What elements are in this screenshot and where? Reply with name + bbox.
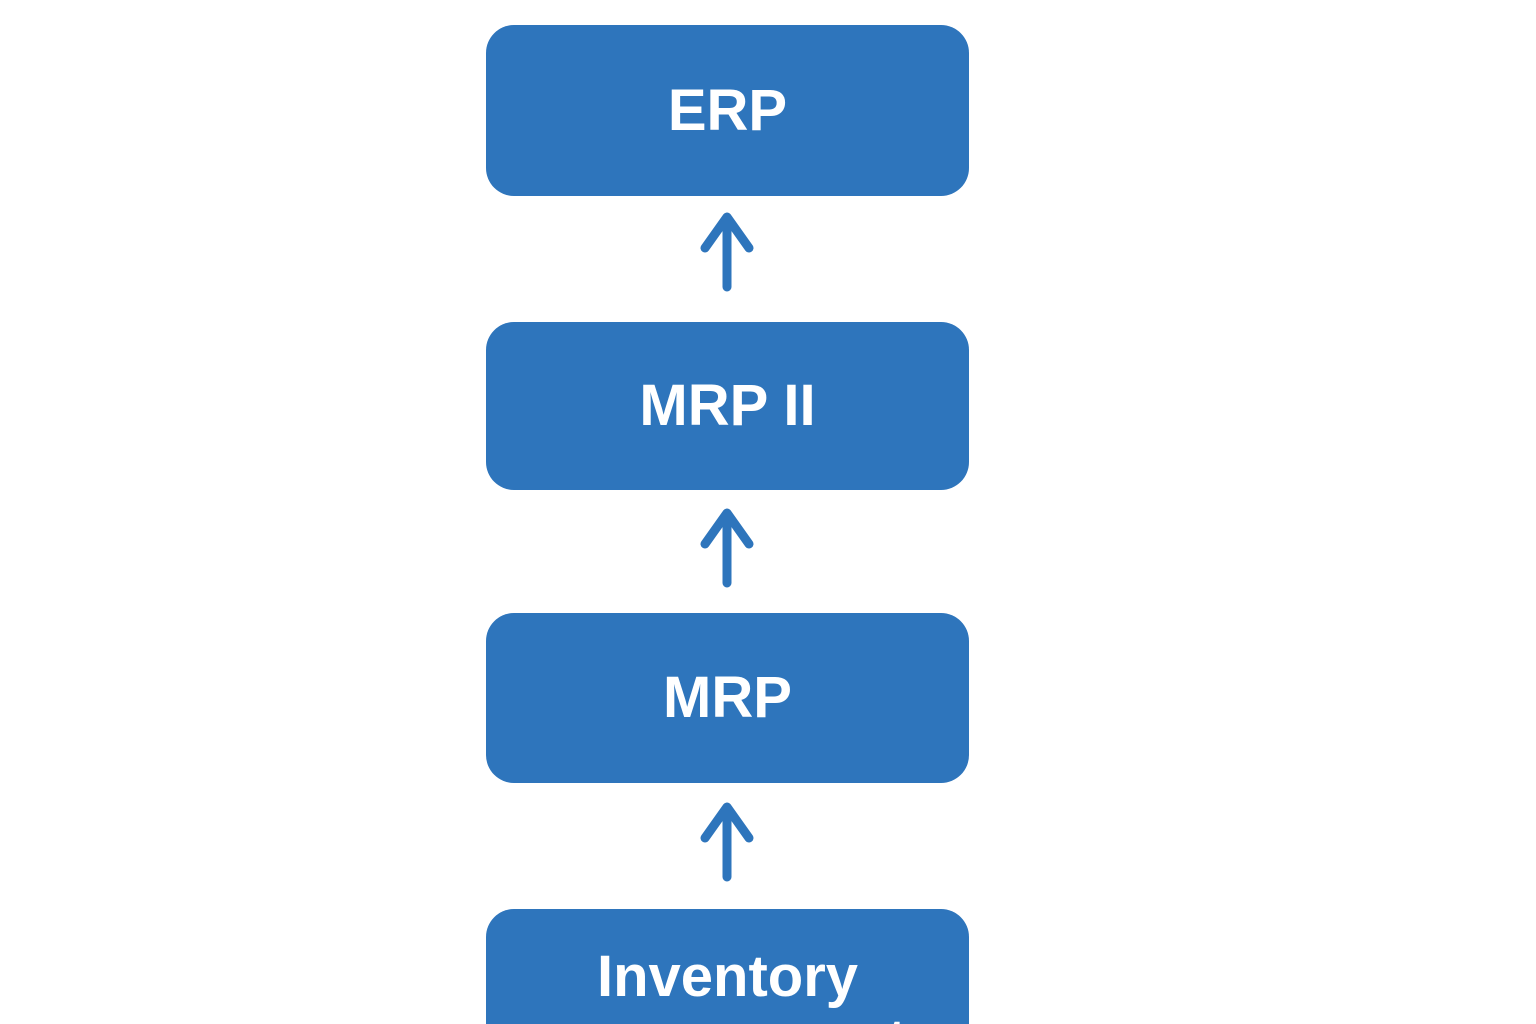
node-mrp: MRP: [486, 613, 969, 783]
arrow-up-icon: [700, 508, 754, 588]
node-mrp-label: MRP: [663, 665, 792, 731]
node-erp: ERP: [486, 25, 969, 196]
arrow-up-icon: [700, 802, 754, 882]
arrow-up-icon: [700, 212, 754, 292]
node-mrp-ii: MRP II: [486, 322, 969, 490]
node-inventory-management: Inventory management: [486, 909, 969, 1024]
node-erp-label: ERP: [667, 77, 788, 143]
node-mrp-ii-label: MRP II: [639, 373, 816, 439]
node-inventory-management-label: Inventory management: [549, 944, 907, 1024]
